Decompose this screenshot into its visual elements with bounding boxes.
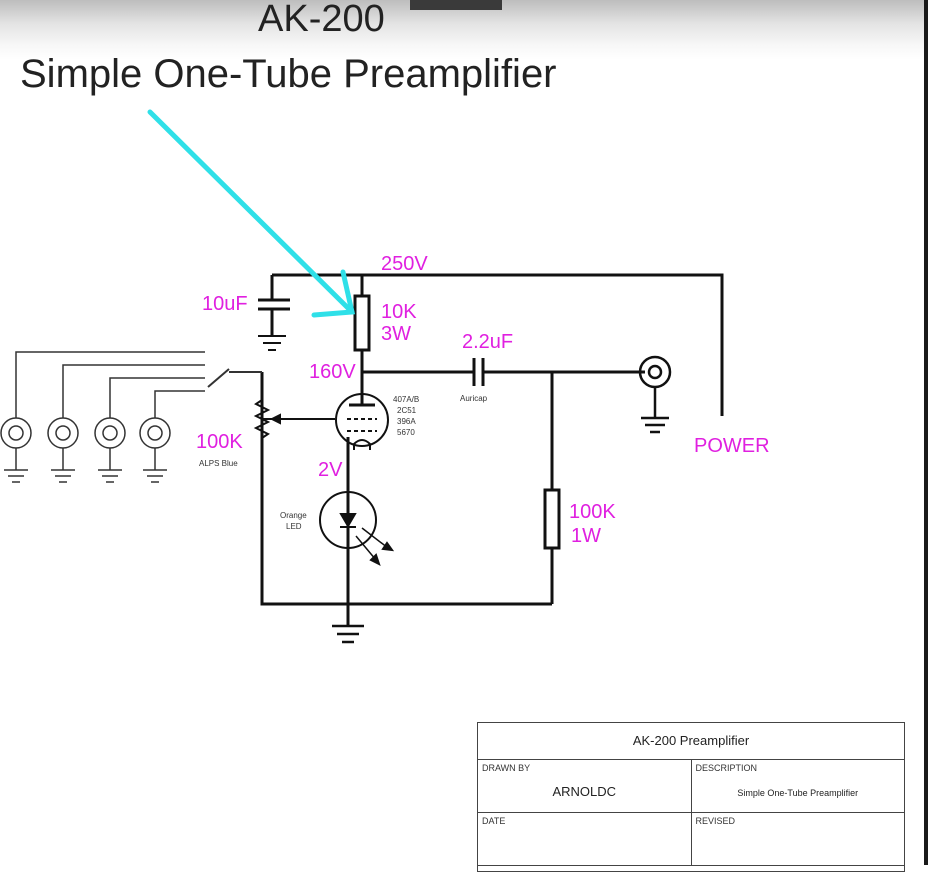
volume-pot-type: ALPS Blue [199,459,238,468]
vacuum-tube [335,393,389,604]
input-jack-1 [0,417,32,483]
volume-potentiometer [253,399,335,439]
right-edge-border [924,0,928,865]
pointer-arrow [147,109,356,318]
revised-label: REVISED [695,816,736,826]
output-resistor [543,372,561,604]
volume-pot-value: 100K [196,431,243,453]
input-selector-wiring [15,351,262,418]
input-jack-2 [47,417,79,483]
drawn-by-label: DRAWN BY [482,763,531,773]
tube-type-2: 2C51 [397,406,417,415]
plate-resistor-rating: 3W [381,323,411,345]
power-label: POWER [694,435,770,457]
plate-resistor-value: 10K [381,301,417,323]
drawn-by-cell: DRAWN BY ARNOLDC [478,760,691,812]
title-block-title: AK-200 Preamplifier [478,723,904,760]
toolbar-chip [410,0,502,10]
top-banner [0,0,928,60]
date-label: DATE [482,816,506,826]
title-block-row: DRAWN BY ARNOLDC DESCRIPTION Simple One-… [478,760,904,813]
bypass-capacitor [258,298,290,351]
revised-cell: REVISED [690,813,905,865]
date-cell: DATE [478,813,691,865]
coupling-capacitor [362,358,645,386]
output-resistor-value: 100K [569,501,616,523]
title-block: AK-200 Preamplifier DRAWN BY ARNOLDC DES… [477,722,905,872]
coupling-cap-type: Auricap [460,394,488,403]
tube-type-3: 396A [397,417,416,426]
model-title: AK-200 [258,0,385,40]
input-jack-4 [139,417,171,483]
description-value: Simple One-Tube Preamplifier [737,788,859,798]
output-jack [638,355,672,434]
description-label: DESCRIPTION [695,763,758,773]
page-subtitle: Simple One-Tube Preamplifier [20,52,557,96]
led-label-line1: Orange [280,511,307,520]
coupling-cap-label: 2.2uF [462,331,513,353]
led-label-line2: LED [286,522,302,531]
tube-type-4: 5670 [397,428,415,437]
cathode-voltage-label: 2V [318,459,343,481]
plate-voltage-label: 160V [309,361,356,383]
output-resistor-rating: 1W [571,525,601,547]
supply-voltage-label: 250V [381,253,428,275]
input-jacks [0,417,171,483]
input-jack-3 [94,417,126,483]
title-block-row: DATE REVISED [478,813,904,866]
supply-rail [270,273,724,416]
orange-led [319,491,395,566]
ground-bus [260,372,552,644]
tube-type-1: 407A/B [393,395,419,404]
drawn-by-value: ARNOLDC [552,784,617,799]
bypass-cap-label: 10uF [202,293,248,315]
plate-resistor [353,275,371,394]
description-cell: DESCRIPTION Simple One-Tube Preamplifier [690,760,905,812]
